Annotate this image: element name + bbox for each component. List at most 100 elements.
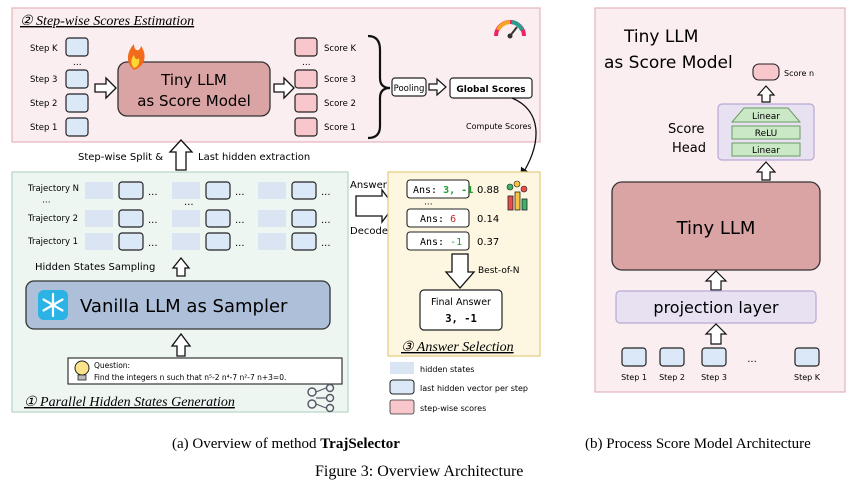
score-label: Score 3 bbox=[324, 75, 356, 85]
curly-brace bbox=[367, 34, 391, 140]
fire-icon bbox=[127, 44, 145, 70]
trajectory-label: Trajectory 2 bbox=[27, 214, 78, 224]
score-label: Score 2 bbox=[324, 99, 356, 109]
legend: hidden states last hidden vector per ste… bbox=[389, 362, 528, 415]
score-box bbox=[294, 37, 318, 57]
ellipsis: ... bbox=[148, 187, 158, 198]
projection-layer bbox=[615, 290, 817, 324]
score-label: ... bbox=[302, 58, 311, 68]
step-box bbox=[65, 69, 89, 89]
answer-row bbox=[406, 179, 470, 199]
hidden-state-strip bbox=[85, 210, 113, 227]
trajectory-label: Trajectory 1 bbox=[27, 237, 78, 247]
compute-scores-label: Compute Scores bbox=[466, 122, 532, 131]
last-hidden-box bbox=[118, 209, 144, 228]
ellipsis: ... bbox=[235, 187, 245, 198]
score-box bbox=[294, 69, 318, 89]
score-n-box bbox=[752, 63, 780, 81]
ellipsis: ... bbox=[321, 238, 331, 249]
split-label: Step-wise Split & bbox=[78, 152, 163, 163]
step-label: Step 3 bbox=[30, 75, 57, 85]
psm-step-label: Step 1 bbox=[621, 373, 647, 382]
parallel-title: ① Parallel Hidden States Generation bbox=[24, 395, 235, 410]
psm-tiny-llm bbox=[611, 181, 821, 271]
gauge-icon bbox=[494, 20, 526, 39]
answer-score: 0.14 bbox=[477, 214, 499, 225]
legend-label: last hidden vector per step bbox=[420, 384, 528, 393]
answer-label: Answer bbox=[350, 180, 388, 191]
hidden-state-strip bbox=[258, 233, 286, 250]
legend-label: step-wise scores bbox=[420, 404, 486, 413]
last-hidden-box bbox=[205, 181, 231, 200]
hidden-state-strip bbox=[172, 233, 200, 250]
last-hidden-box bbox=[205, 232, 231, 251]
answer-score: 0.37 bbox=[477, 237, 499, 248]
linear-box bbox=[731, 142, 801, 157]
pooling-box bbox=[391, 77, 427, 97]
ellipsis: ... bbox=[235, 215, 245, 226]
psm-step-dots: ... bbox=[747, 354, 757, 365]
hidden-state-strip bbox=[85, 182, 113, 199]
decode-label: Decode bbox=[350, 226, 388, 237]
hollow-arrow-up bbox=[704, 270, 728, 291]
last-hidden-box bbox=[291, 209, 317, 228]
trajectory-label: ··· bbox=[42, 198, 51, 208]
score-head-line2: Head bbox=[672, 141, 706, 156]
last-hidden-box bbox=[118, 232, 144, 251]
psm-tiny-llm-label: Tiny LLM bbox=[676, 218, 756, 239]
extract-label: Last hidden extraction bbox=[198, 152, 310, 163]
hollow-arrow-right bbox=[94, 76, 117, 100]
sampling-label: Hidden States Sampling bbox=[35, 262, 155, 273]
step-box bbox=[65, 37, 89, 57]
hollow-arrow-right bbox=[273, 76, 295, 100]
answer-dots: ··· bbox=[424, 200, 433, 210]
answer-text: Ans: 6 bbox=[420, 214, 456, 225]
step-wise-title: ② Step-wise Scores Estimation bbox=[20, 14, 194, 29]
caption-a: (a) Overview of method TrajSelector bbox=[172, 436, 400, 452]
ellipsis: ... bbox=[148, 215, 158, 226]
legend-swatch-scores bbox=[389, 399, 415, 415]
psm-title-line1: Tiny LLM bbox=[623, 27, 698, 47]
projection-label: projection layer bbox=[653, 298, 779, 317]
score-label: Score K bbox=[324, 44, 357, 54]
question-box bbox=[67, 357, 343, 385]
compute-scores-arrow bbox=[511, 97, 537, 178]
figure-caption: Figure 3: Overview Architecture bbox=[315, 463, 523, 480]
trajectory-label: Trajectory N bbox=[27, 184, 79, 194]
step-label: Step 2 bbox=[30, 99, 57, 109]
vanilla-llm-sampler bbox=[25, 280, 331, 330]
ellipsis: ... bbox=[321, 187, 331, 198]
legend-swatch-hidden-states bbox=[390, 362, 414, 374]
psm-step-label: Step 3 bbox=[701, 373, 727, 382]
score-n-label: Score n bbox=[784, 69, 814, 78]
caption-b: (b) Process Score Model Architecture bbox=[585, 436, 811, 452]
score-box bbox=[294, 117, 318, 137]
hollow-arrow-up bbox=[168, 139, 194, 171]
final-answer-box bbox=[419, 289, 503, 331]
psm-step-box bbox=[659, 347, 685, 367]
step-box bbox=[65, 117, 89, 137]
linear-trapezoid bbox=[730, 107, 802, 123]
score-box bbox=[294, 93, 318, 113]
answer-text: Ans: -1 bbox=[420, 237, 462, 248]
psm-step-label: Step K bbox=[794, 373, 821, 382]
step-label: Step 1 bbox=[30, 123, 57, 133]
head-layer-label: Linear bbox=[752, 146, 780, 156]
ellipsis: ... bbox=[235, 238, 245, 249]
relu-box bbox=[731, 125, 801, 140]
hollow-arrow-up bbox=[704, 323, 728, 345]
global-scores-label: Global Scores bbox=[456, 85, 525, 95]
psm-step-box bbox=[701, 347, 727, 367]
global-scores-box bbox=[449, 77, 533, 99]
final-answer-value: 3, -1 bbox=[445, 313, 477, 325]
ranking-icon bbox=[506, 180, 528, 211]
last-hidden-box bbox=[291, 232, 317, 251]
last-hidden-box bbox=[291, 181, 317, 200]
answer-text: Ans: 3, -1 bbox=[413, 185, 473, 196]
snowflake-icon bbox=[38, 290, 68, 320]
legend-swatch-last-hidden bbox=[389, 379, 415, 395]
pooling-label: Pooling bbox=[394, 84, 425, 94]
last-hidden-box bbox=[205, 209, 231, 228]
final-answer-title: Final Answer bbox=[431, 297, 491, 308]
hidden-state-strip bbox=[258, 182, 286, 199]
